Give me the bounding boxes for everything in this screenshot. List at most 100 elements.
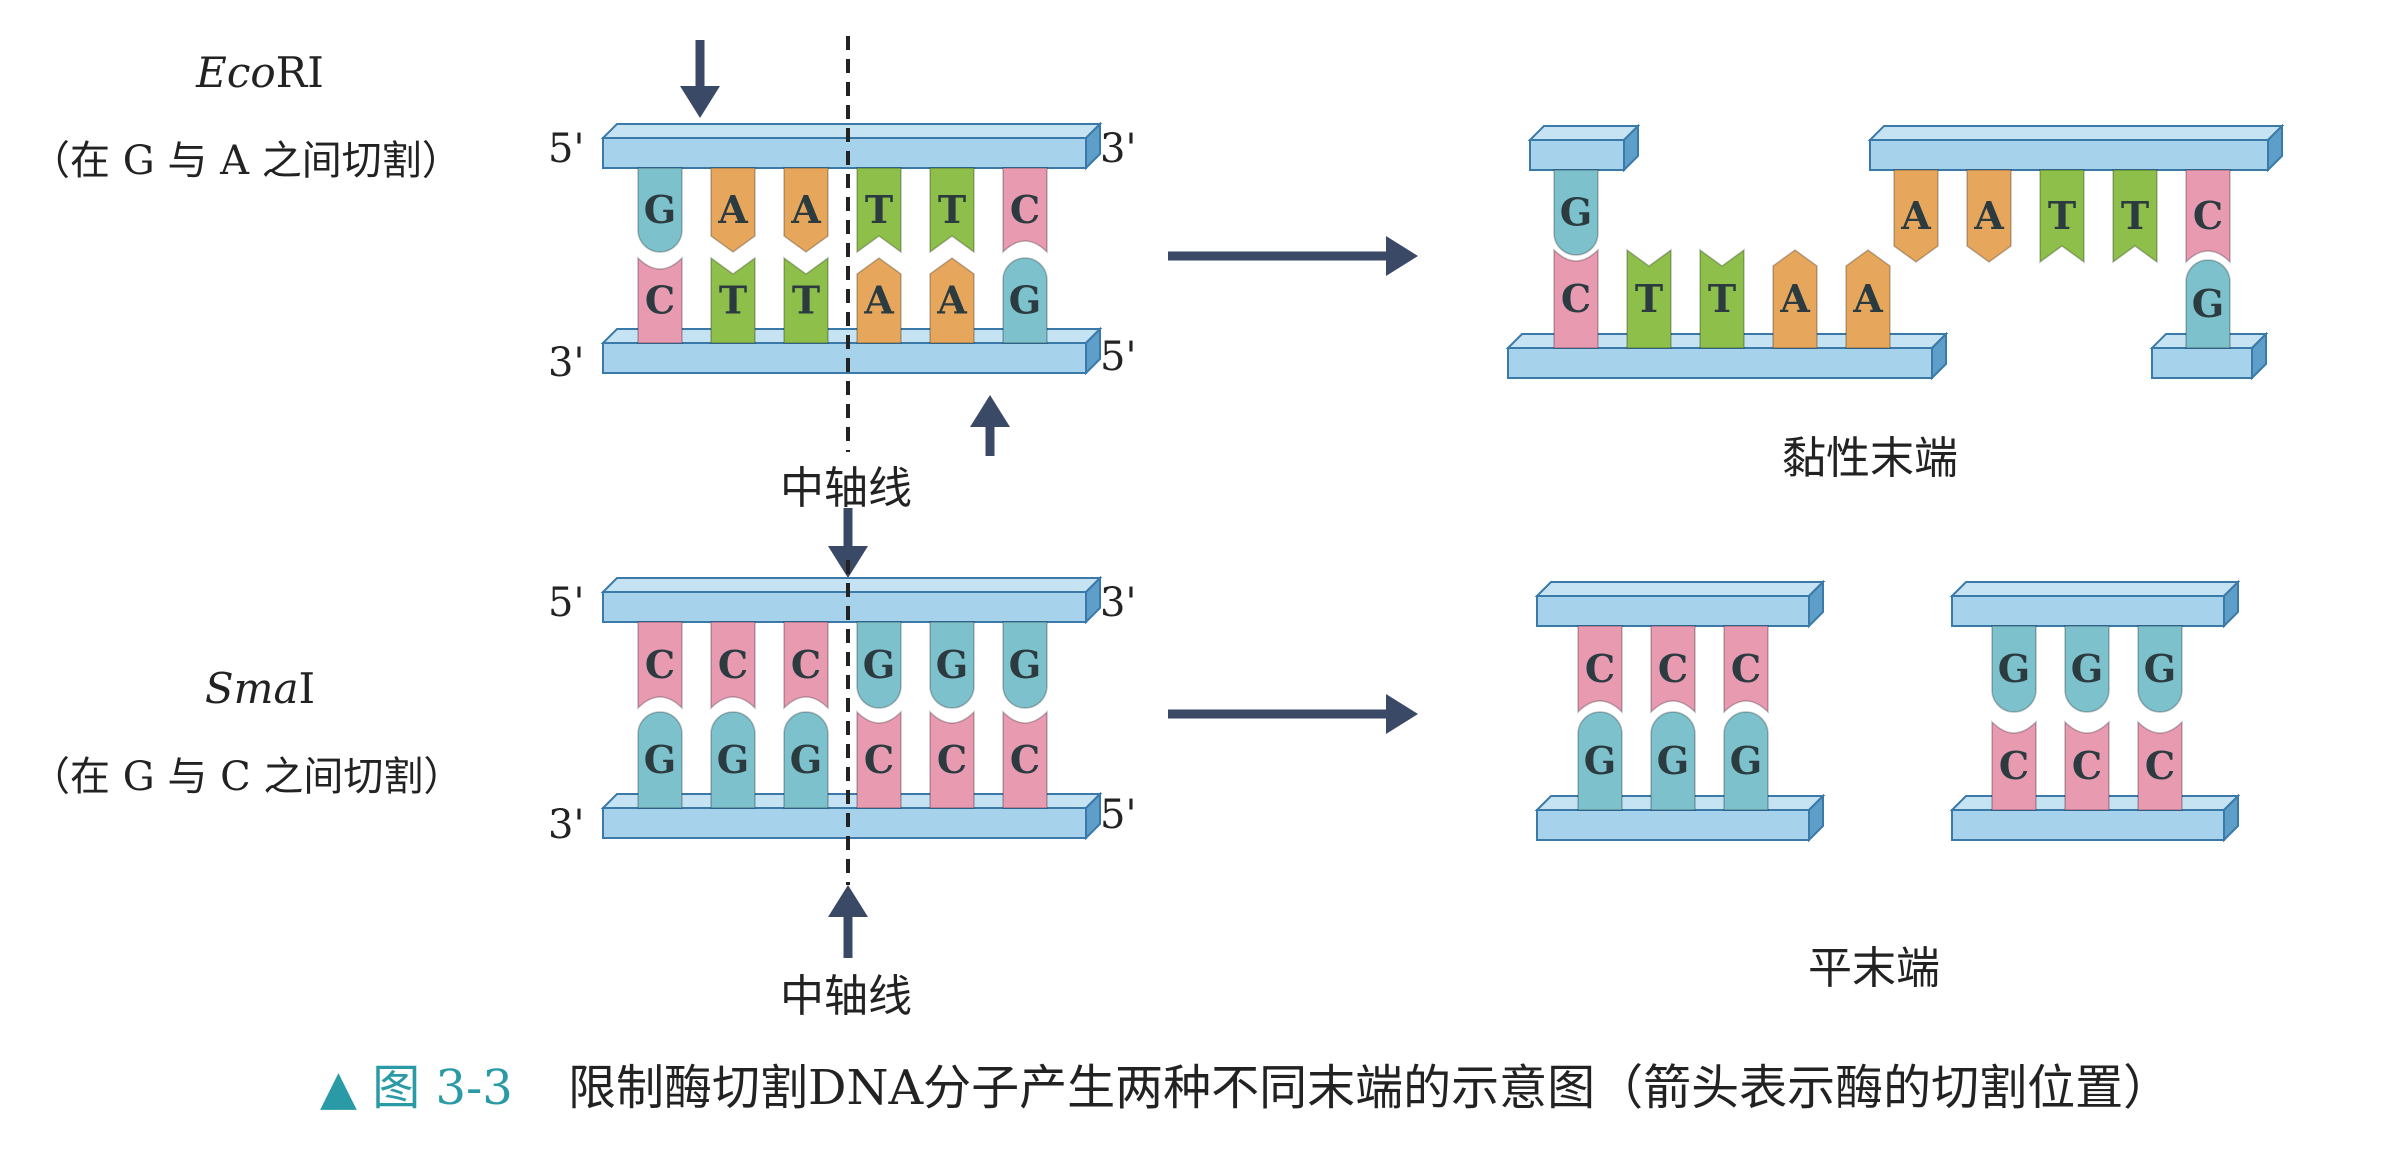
ecori-top-base: C [1002,167,1048,254]
ecori-top-base-letter: A [790,187,821,232]
ecori-bottom-strand-front-face [602,342,1087,374]
smai-top-left-prime: 5' [548,580,585,626]
caption-triangle-icon: ▲ [320,1060,357,1116]
sticky-right-bottom-base-shape [2185,259,2231,349]
blunt-right-bottom-base-letter: C [1999,743,2029,788]
figure-number: 图 3-3 [372,1060,513,1116]
sticky-left-bottom-base: T [1626,248,1672,349]
sticky-left-bottom-base-letter: C [1561,276,1591,321]
ecori-top-base: A [710,167,756,253]
sticky-right-bottom-base: G [2185,259,2231,349]
blunt-left-top-strand-top-face [1534,581,1826,597]
sticky-left-bottom-strand-front-face [1507,347,1933,379]
blunt-left-bottom-base: G [1577,711,1623,811]
smai-top-base-shape [1002,621,1048,709]
ecori-top-base-shape [929,167,975,254]
blunt-right-bottom-base: C [2137,720,2183,811]
smai-bottom-base-letter: C [864,737,894,782]
sticky-left-top-base: G [1553,169,1599,256]
blunt-left-top-base-shape [1577,625,1623,714]
smai-bottom-base-letter: C [937,737,967,782]
blunt-right-top-base-letter: G [2144,646,2176,691]
sticky-left-bottom-base-shape [1699,248,1745,349]
ecori-top-left-prime: 5' [548,126,585,172]
ecori-result-arrow-head [1386,236,1418,276]
sticky-right-top-base-shape [1893,169,1939,263]
smai-top-base: C [710,621,756,710]
ecori-top-base-letter: A [717,187,748,232]
sticky-right-bottom-strand-front-face [2151,347,2253,379]
sticky-ends-label: 黏性末端 [1782,433,1958,484]
blunt-right-top-strand-top-face [1949,581,2241,597]
blunt-left-bottom-base-letter: G [1584,738,1616,783]
ecori-bottom-base-letter: A [936,278,967,323]
smai-top-base: G [929,621,975,709]
ecori-bottom-base-letter: C [645,278,675,323]
blunt-left-top-strand [1534,579,1826,629]
ecori-axis-label: 中轴线 [780,463,912,514]
blunt-right-bottom-base: C [2064,720,2110,811]
smai-bottom-base: G [710,711,756,809]
smai-bottom-right-prime: 5' [1100,792,1137,838]
sticky-right-top-base: T [2112,169,2158,264]
sticky-left-bottom-base: C [1553,248,1599,349]
ecori-bottom-base-letter: T [792,278,820,323]
sticky-left-bottom-base: A [1845,249,1891,349]
ecori-top-base: A [783,167,829,253]
figure-caption: ▲ 图 3-3 限制酶切割DNA分子产生两种不同末端的示意图（箭头表示酶的切割位… [320,1048,2171,1118]
ecori-top-cut-arrow [680,40,720,118]
smai-bottom-base-shape [1002,710,1048,809]
blunt-left-bottom-base: G [1723,711,1769,811]
sticky-left-bottom-base-letter: A [1852,276,1883,321]
ecori-cut-note: （在 G 与 A 之间切割） [30,138,462,184]
smai-bottom-base-shape [929,710,975,809]
ecori-top-base: T [929,167,975,254]
blunt-right-top-strand [1949,579,2241,629]
sticky-left-top-base-letter: G [1560,190,1592,235]
ecori-top-base-letter: T [938,187,966,232]
blunt-left-bottom-base-letter: G [1730,738,1762,783]
blunt-ends-label: 平末端 [1808,943,1940,994]
ecori-bottom-base-shape [1002,257,1048,344]
blunt-left-top-base-shape [1723,625,1769,714]
smai-bottom-base-shape [637,711,683,809]
ecori-top-cut-arrow-head [680,86,720,118]
ecori-bottom-base-letter: G [1009,278,1041,323]
blunt-right-top-base: G [2137,625,2183,713]
sticky-left-bottom-base-shape [1626,248,1672,349]
blunt-left-bottom-base: G [1650,711,1696,811]
sticky-right-top-base-letter: C [2193,193,2223,238]
smai-top-base-shape [929,621,975,709]
ecori-top-base-shape [1002,167,1048,254]
smai-top-base-letter: C [791,642,821,687]
smai-top-base-shape [856,621,902,709]
ecori-enzyme-name: EcoRⅠ [196,48,324,97]
sticky-right-top-base: A [1966,169,2012,263]
ecori-top-base: T [856,167,902,254]
blunt-right-bottom-base-shape [2064,720,2110,811]
sticky-right-top-base-letter: T [2121,193,2149,238]
sticky-left-bottom-base: T [1699,248,1745,349]
smai-bottom-base: C [1002,710,1048,809]
smai-top-strand-top-face [600,577,1103,593]
sticky-right-top-base: C [2185,169,2231,264]
smai-top-base-shape [710,621,756,710]
blunt-right-top-base-shape [2137,625,2183,713]
smai-bottom-base-letter: C [1010,737,1040,782]
smai-bottom-base-shape [783,711,829,809]
sticky-right-top-base-shape [1966,169,2012,263]
ecori-top-base: G [637,167,683,253]
ecori-bottom-base-shape [783,256,829,344]
blunt-left-bottom-base-shape [1577,711,1623,811]
sticky-right-top-base-shape [2185,169,2231,264]
smai-top-base-shape [637,621,683,710]
ecori-bottom-base: T [710,256,756,344]
smai-bottom-base: G [783,711,829,809]
sticky-left-top-strand-front-face [1529,139,1625,171]
ecori-bottom-base-shape [710,256,756,344]
smai-bottom-base: C [929,710,975,809]
sticky-right-top-base-shape [2039,169,2085,264]
sticky-right-top-strand-top-face [1867,125,2285,141]
sticky-left-bottom-base-shape [1772,249,1818,349]
blunt-right-top-base-shape [2064,625,2110,713]
